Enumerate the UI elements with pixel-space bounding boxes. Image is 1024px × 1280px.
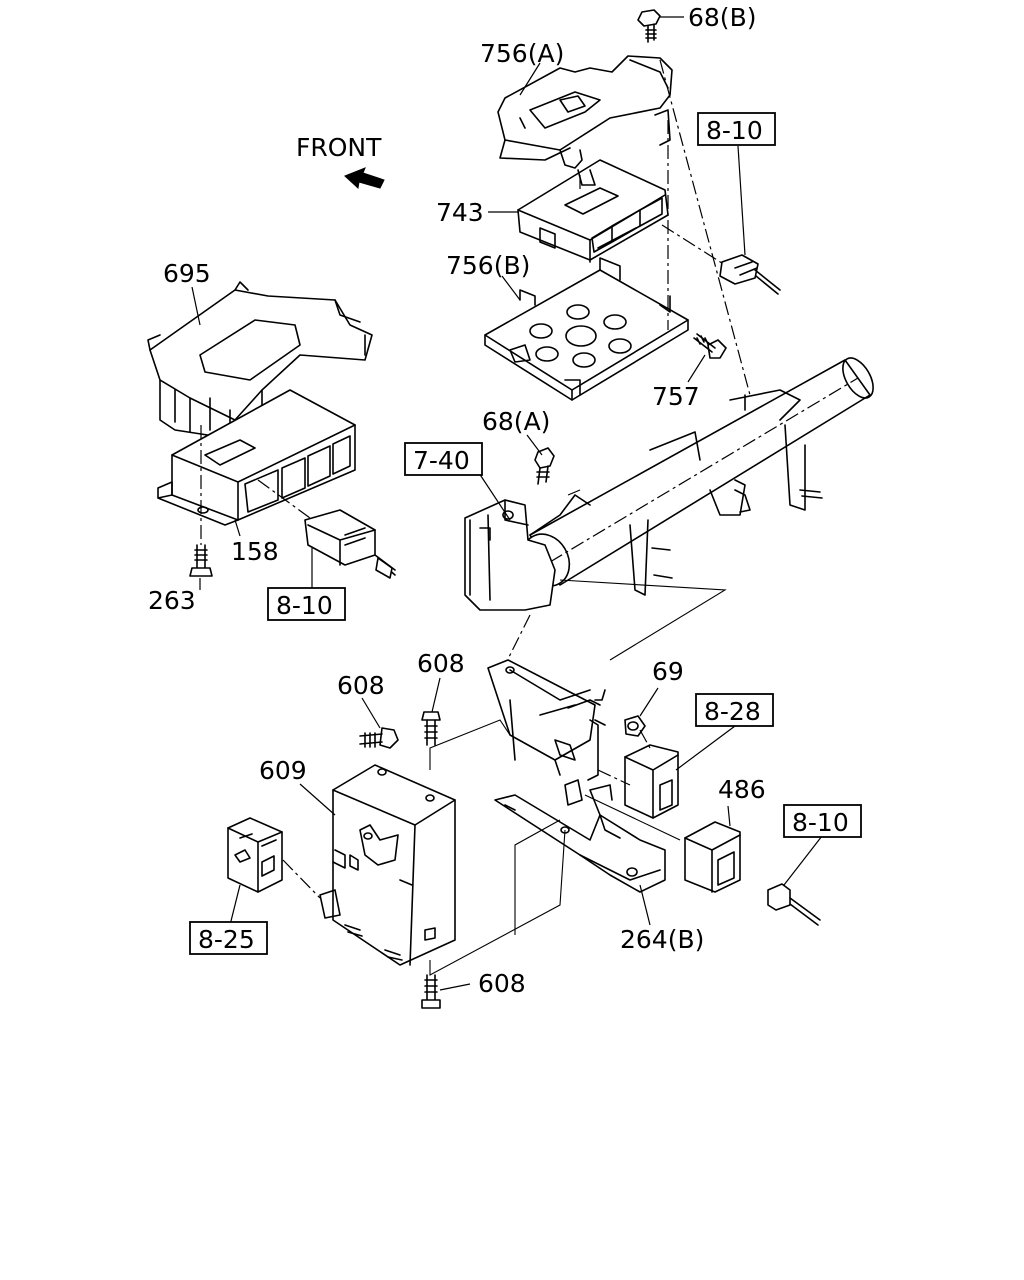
section-ref-8-10-top: 8-10: [697, 112, 776, 146]
section-ref-label: 8-10: [792, 808, 849, 837]
connection-line: [514, 819, 561, 935]
tray-756b: [484, 257, 689, 401]
mount-bracket-7-40: [464, 494, 591, 611]
connector-left: [304, 509, 396, 579]
bolt-263: [189, 544, 213, 577]
part-number-263: 263: [148, 586, 196, 615]
section-ref-label: 7-40: [413, 446, 470, 475]
part-number-158: 158: [231, 537, 279, 566]
bolt-608-left: [359, 727, 399, 749]
alignment-line: [282, 859, 321, 899]
alignment-line: [597, 769, 631, 786]
part-number-68a: 68(A): [482, 407, 550, 436]
control-unit-158: [157, 389, 356, 526]
part-number-608-top: 608: [417, 649, 465, 678]
part-number-756a: 756(A): [480, 39, 564, 68]
alignment-line: [257, 479, 311, 519]
front-label: FRONT: [296, 133, 382, 162]
part-number-608-left: 608: [337, 671, 385, 700]
alignment-line: [504, 614, 531, 666]
part-number-68b: 68(B): [688, 3, 756, 32]
alignment-line: [659, 59, 751, 396]
connection-line: [429, 829, 566, 976]
relay-8-28: [624, 744, 679, 819]
section-ref-8-10-right: 8-10: [783, 804, 862, 838]
connection-line: [429, 719, 511, 770]
part-number-486: 486: [718, 775, 766, 804]
section-ref-label: 8-10: [276, 591, 333, 620]
part-number-608-bottom: 608: [478, 969, 526, 998]
section-ref-label: 8-25: [198, 925, 255, 954]
part-number-757: 757: [652, 382, 700, 411]
bolt-68b: [637, 9, 661, 43]
connector-upper-right: [719, 254, 781, 295]
bolt-68a: [534, 447, 555, 485]
connector-right: [767, 883, 821, 926]
front-arrow-icon: [344, 167, 385, 189]
section-ref-label: 8-10: [706, 116, 763, 145]
alignment-line: [661, 224, 726, 266]
bracket-609: [319, 764, 456, 966]
connection-line: [584, 794, 681, 841]
bracket-264b: [494, 784, 666, 893]
section-ref-label: 8-28: [704, 697, 761, 726]
relay-8-25: [227, 817, 283, 893]
bolt-608-top: [421, 711, 441, 746]
bolt-757: [693, 333, 727, 359]
part-number-743: 743: [436, 198, 484, 227]
part-number-695: 695: [163, 259, 211, 288]
part-number-756b: 756(B): [446, 251, 530, 280]
section-ref-7-40: 7-40: [404, 442, 483, 476]
alignment-line: [639, 729, 651, 749]
leader-lines: [191, 16, 823, 991]
section-ref-8-10-left: 8-10: [267, 587, 346, 621]
unit-486: [684, 821, 741, 893]
bracket-756a: [497, 55, 673, 169]
section-ref-8-25: 8-25: [189, 921, 268, 955]
section-ref-8-28: 8-28: [695, 693, 774, 727]
bracket-lower-center: [487, 659, 606, 806]
bracket-outline: [559, 489, 727, 661]
part-number-609: 609: [259, 756, 307, 785]
part-number-264b: 264(B): [620, 925, 704, 954]
part-number-69: 69: [652, 657, 684, 686]
control-unit-743: [517, 159, 669, 263]
bolt-608-bottom: [421, 974, 441, 1009]
